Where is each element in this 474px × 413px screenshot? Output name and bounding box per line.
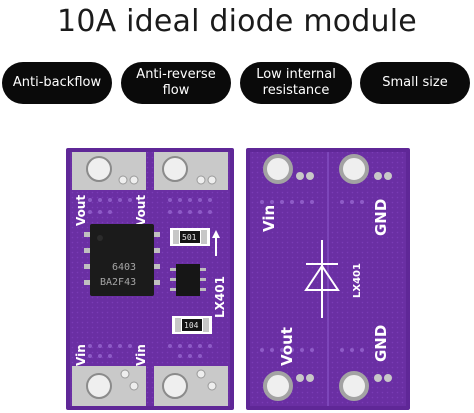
controller-ic — [170, 264, 206, 296]
vout-label: Vout — [278, 327, 296, 366]
mounting-hole — [339, 371, 369, 401]
via-hole — [129, 381, 139, 391]
resistor-marking: 501 — [182, 233, 197, 242]
mounting-hole — [263, 154, 293, 184]
gnd-label: GND — [372, 199, 390, 236]
feature-badge-anti-reverse: Anti-reverse flow — [121, 62, 231, 104]
mounting-hole — [339, 154, 369, 184]
vout-label: Vout — [134, 195, 148, 226]
feature-badge-anti-backflow: Anti-backflow — [2, 62, 112, 104]
feature-label: Anti-backflow — [12, 75, 102, 90]
mounting-hole — [162, 373, 188, 399]
via-hole — [207, 381, 217, 391]
via-hole — [129, 175, 139, 185]
mounting-hole — [86, 373, 112, 399]
resistor-104: 104 — [172, 316, 212, 334]
vin-label: Vin — [134, 344, 148, 366]
page-title: 10A ideal diode module — [57, 4, 417, 39]
feature-badge-small-size: Small size — [360, 62, 470, 104]
resistor-501: 501 — [170, 228, 210, 246]
feature-label: Small size — [382, 75, 448, 90]
via-hole — [196, 175, 206, 185]
vout-label: Vout — [74, 195, 88, 226]
right-pcb-board: Vin Vout GND GND LX401 — [246, 148, 410, 410]
mounting-hole — [86, 156, 112, 182]
mounting-hole — [263, 371, 293, 401]
chip-marking-line-1: 6403 — [112, 262, 136, 273]
feature-label: Low internal resistance — [256, 67, 336, 98]
via-hole — [120, 369, 130, 379]
chip-marking-line-2: BA2F43 — [100, 277, 136, 288]
resistor-marking: 104 — [184, 321, 199, 330]
feature-label: Anti-reverse flow — [136, 67, 216, 98]
model-label: LX401 — [352, 263, 363, 298]
feature-badge-low-resistance: Low internal resistance — [240, 62, 352, 104]
diode-icon — [304, 240, 340, 318]
vin-label: Vin — [260, 205, 278, 232]
via-hole — [207, 175, 217, 185]
gnd-label: GND — [372, 325, 390, 362]
arrow-up-icon — [212, 230, 220, 238]
via-hole — [196, 369, 206, 379]
mounting-hole — [162, 156, 188, 182]
vin-label: Vin — [74, 344, 88, 366]
mosfet-chip: 6403 BA2F43 — [84, 224, 160, 296]
via-hole — [118, 175, 128, 185]
product-photo: Vout Vout Vin Vin 6403 BA2F43 501 — [66, 148, 410, 410]
model-label: LX401 — [213, 276, 227, 318]
left-pcb-board: Vout Vout Vin Vin 6403 BA2F43 501 — [66, 148, 234, 410]
